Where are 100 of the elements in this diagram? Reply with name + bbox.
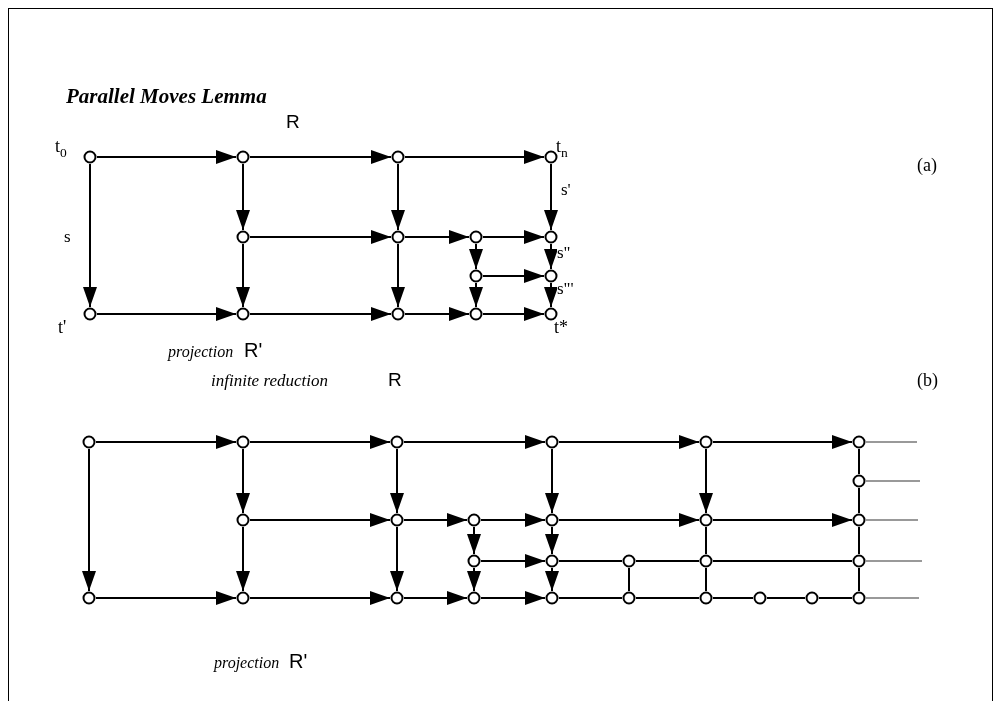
state-node	[545, 554, 559, 568]
arrow	[467, 526, 481, 555]
arrow	[403, 513, 468, 527]
label-text: R	[388, 370, 402, 389]
diagram-title: Parallel Moves Lemma	[66, 84, 267, 109]
arrow	[95, 435, 237, 449]
state-node	[82, 591, 96, 605]
arrow	[712, 513, 853, 527]
arrow	[390, 526, 404, 592]
connector-line	[858, 448, 860, 475]
state-node	[390, 591, 404, 605]
arrow	[482, 269, 545, 283]
caption-text: infinite reduction	[211, 372, 328, 389]
arrow	[469, 243, 483, 270]
state-node	[467, 591, 481, 605]
state-node	[699, 554, 713, 568]
state-node	[391, 150, 405, 164]
node-label: t*	[554, 318, 568, 336]
state-node	[467, 513, 481, 527]
arrow	[480, 513, 546, 527]
edge-label: s"	[557, 244, 571, 261]
connector-line	[858, 487, 860, 514]
connector-line	[818, 597, 853, 599]
arrow	[96, 150, 237, 164]
connector-line	[705, 526, 707, 555]
label-text: R'	[289, 651, 308, 671]
state-node	[699, 513, 713, 527]
label-text: R	[286, 112, 300, 131]
state-node	[82, 435, 96, 449]
arrow	[96, 307, 237, 321]
arrow	[403, 435, 546, 449]
connector-line	[865, 441, 918, 443]
node-label: t$_{0}$	[55, 137, 67, 160]
state-node	[391, 307, 405, 321]
edge-label: s'	[561, 181, 571, 198]
connector-line	[628, 567, 630, 592]
arrow	[558, 435, 700, 449]
connector-line	[635, 560, 700, 562]
arrow	[482, 230, 545, 244]
arrow	[236, 526, 250, 592]
state-node	[236, 435, 250, 449]
state-node	[236, 591, 250, 605]
arrow	[236, 448, 250, 514]
state-node	[622, 554, 636, 568]
arrow	[712, 435, 853, 449]
state-node	[852, 435, 866, 449]
arrow	[544, 243, 558, 270]
arrow	[469, 282, 483, 308]
node-label: t$_{n}$	[556, 137, 568, 160]
state-node	[391, 230, 405, 244]
arrow	[249, 591, 391, 605]
state-node	[544, 269, 558, 283]
arrow	[249, 307, 392, 321]
state-node	[390, 435, 404, 449]
arrow	[390, 448, 404, 514]
connector-line	[635, 597, 700, 599]
state-node	[83, 307, 97, 321]
arrow	[558, 513, 700, 527]
arrow	[249, 150, 392, 164]
arrow	[404, 230, 470, 244]
arrow	[467, 567, 481, 592]
state-node	[699, 591, 713, 605]
arrow	[545, 448, 559, 514]
state-node	[805, 591, 819, 605]
state-node	[236, 150, 250, 164]
state-node	[469, 269, 483, 283]
arrow	[545, 526, 559, 555]
state-node	[469, 230, 483, 244]
arrow	[480, 591, 546, 605]
label-text: R'	[244, 340, 263, 360]
connector-line	[766, 597, 806, 599]
arrow	[249, 435, 391, 449]
state-node	[390, 513, 404, 527]
state-node	[852, 554, 866, 568]
state-node	[467, 554, 481, 568]
connector-line	[865, 597, 920, 599]
state-node	[753, 591, 767, 605]
arrow	[545, 567, 559, 592]
node-label: t'	[58, 318, 67, 336]
state-node	[699, 435, 713, 449]
connector-line	[712, 597, 754, 599]
state-node	[544, 307, 558, 321]
arrow	[544, 282, 558, 308]
state-node	[852, 513, 866, 527]
state-node	[236, 307, 250, 321]
state-node	[545, 435, 559, 449]
arrow	[699, 448, 713, 514]
arrow	[391, 163, 405, 231]
arrow	[404, 307, 470, 321]
connector-line	[865, 560, 923, 562]
state-node	[622, 591, 636, 605]
connector-line	[865, 519, 919, 521]
edge-label: s"'	[557, 280, 574, 297]
arrow	[95, 591, 237, 605]
arrow	[82, 448, 96, 592]
arrow	[249, 513, 391, 527]
connector-line	[705, 567, 707, 592]
connector-line	[865, 480, 921, 482]
arrow	[83, 163, 97, 308]
state-node	[544, 150, 558, 164]
